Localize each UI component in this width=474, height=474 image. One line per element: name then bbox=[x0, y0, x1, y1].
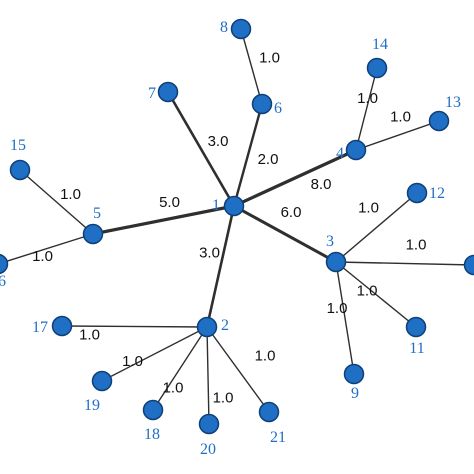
edge-1-2 bbox=[205, 204, 236, 329]
edge-weight-label-1-7: 3.0 bbox=[208, 133, 229, 150]
node-label-9: 9 bbox=[351, 385, 359, 402]
node-label-13: 13 bbox=[445, 94, 461, 111]
edge-4-14 bbox=[355, 67, 378, 151]
edge-weight-label-1-3: 6.0 bbox=[281, 204, 302, 221]
node-label-17: 17 bbox=[32, 319, 48, 336]
nodes-layer bbox=[0, 18, 474, 435]
node-5 bbox=[82, 223, 104, 245]
node-9 bbox=[343, 363, 365, 385]
node-13 bbox=[428, 110, 450, 132]
node-label-20: 20 bbox=[200, 441, 216, 458]
edge-weight-label-3-11: 1.0 bbox=[357, 283, 378, 300]
edge-weight-label-1-4: 8.0 bbox=[311, 176, 332, 193]
node-label-4: 4 bbox=[336, 145, 344, 162]
node-label-11: 11 bbox=[409, 340, 424, 357]
edge-weight-label-2-19: 1.0 bbox=[122, 353, 143, 370]
node-20 bbox=[198, 413, 220, 435]
edge-4-13 bbox=[355, 120, 440, 151]
node-labels-layer: 123456789101112131415161718192021 bbox=[0, 19, 474, 458]
edge-weight-label-4-13: 1.0 bbox=[390, 109, 411, 126]
node-11 bbox=[405, 316, 427, 338]
node-label-8: 8 bbox=[220, 19, 228, 36]
edges-layer bbox=[0, 28, 474, 425]
edge-3-12 bbox=[335, 192, 418, 263]
node-label-12: 12 bbox=[429, 185, 445, 202]
edge-weight-label-3-12: 1.0 bbox=[358, 200, 379, 217]
node-1 bbox=[223, 195, 245, 217]
node-4 bbox=[345, 139, 367, 161]
node-label-10: 10 bbox=[471, 259, 474, 276]
edge-2-19 bbox=[101, 326, 208, 382]
node-label-3: 3 bbox=[326, 233, 334, 250]
node-2 bbox=[196, 316, 218, 338]
edge-5-15 bbox=[19, 169, 94, 235]
node-3 bbox=[325, 251, 347, 273]
edge-3-9 bbox=[335, 261, 355, 375]
edge-6-8 bbox=[240, 28, 263, 105]
node-17 bbox=[51, 315, 73, 337]
node-label-19: 19 bbox=[84, 397, 100, 414]
edge-2-18 bbox=[152, 326, 208, 411]
node-14 bbox=[366, 57, 388, 79]
node-label-1: 1 bbox=[212, 197, 220, 214]
node-16 bbox=[0, 253, 9, 275]
edge-weight-label-4-14: 1.0 bbox=[357, 90, 378, 107]
edge-weight-label-2-20: 1.0 bbox=[213, 390, 234, 407]
edge-1-6 bbox=[232, 102, 264, 208]
edge-weight-label-2-18: 1.0 bbox=[163, 380, 184, 397]
node-label-5: 5 bbox=[93, 205, 101, 222]
edge-1-7 bbox=[166, 90, 236, 208]
edge-weight-label-1-5: 5.0 bbox=[159, 194, 180, 211]
node-label-2: 2 bbox=[221, 317, 229, 334]
node-7 bbox=[157, 81, 179, 103]
node-label-14: 14 bbox=[372, 36, 388, 53]
node-18 bbox=[142, 399, 164, 421]
edge-weight-label-5-15: 1.0 bbox=[60, 186, 81, 203]
edge-weight-label-2-17: 1.0 bbox=[79, 327, 100, 344]
node-8 bbox=[230, 18, 252, 40]
edge-weight-label-3-10: 1.0 bbox=[406, 237, 427, 254]
node-19 bbox=[91, 370, 113, 392]
edge-weight-label-1-6: 2.0 bbox=[258, 151, 279, 168]
edge-1-5 bbox=[91, 204, 236, 236]
node-6 bbox=[251, 93, 273, 115]
node-10 bbox=[463, 254, 474, 276]
edge-5-16 bbox=[0, 233, 94, 265]
node-label-7: 7 bbox=[148, 85, 156, 102]
edge-weight-label-1-2: 3.0 bbox=[199, 245, 220, 262]
node-label-6: 6 bbox=[274, 100, 282, 117]
node-label-16: 16 bbox=[0, 273, 6, 290]
edge-labels-layer: 3.0 2.0 1.0 8.0 1.0 1.0 5.0 1.0 1.0 6.0 1.0 1.0 1.0 1… bbox=[32, 50, 426, 407]
edge-2-20 bbox=[206, 326, 210, 425]
node-21 bbox=[258, 401, 280, 423]
node-label-21: 21 bbox=[270, 429, 286, 446]
edge-2-17 bbox=[61, 325, 208, 328]
edge-1-3 bbox=[232, 204, 338, 264]
node-12 bbox=[406, 182, 428, 204]
edge-weight-label-6-8: 1.0 bbox=[259, 50, 280, 67]
edge-3-10 bbox=[335, 261, 474, 266]
edge-weight-label-2-21: 1.0 bbox=[255, 348, 276, 365]
node-15 bbox=[9, 159, 31, 181]
edge-2-21 bbox=[206, 326, 270, 413]
node-label-18: 18 bbox=[144, 426, 160, 443]
edge-weight-label-3-9: 1.0 bbox=[327, 300, 348, 317]
edge-3-11 bbox=[335, 261, 417, 328]
node-label-15: 15 bbox=[10, 137, 26, 154]
edge-weight-label-5-16: 1.0 bbox=[32, 248, 53, 265]
edge-1-4 bbox=[232, 148, 358, 208]
